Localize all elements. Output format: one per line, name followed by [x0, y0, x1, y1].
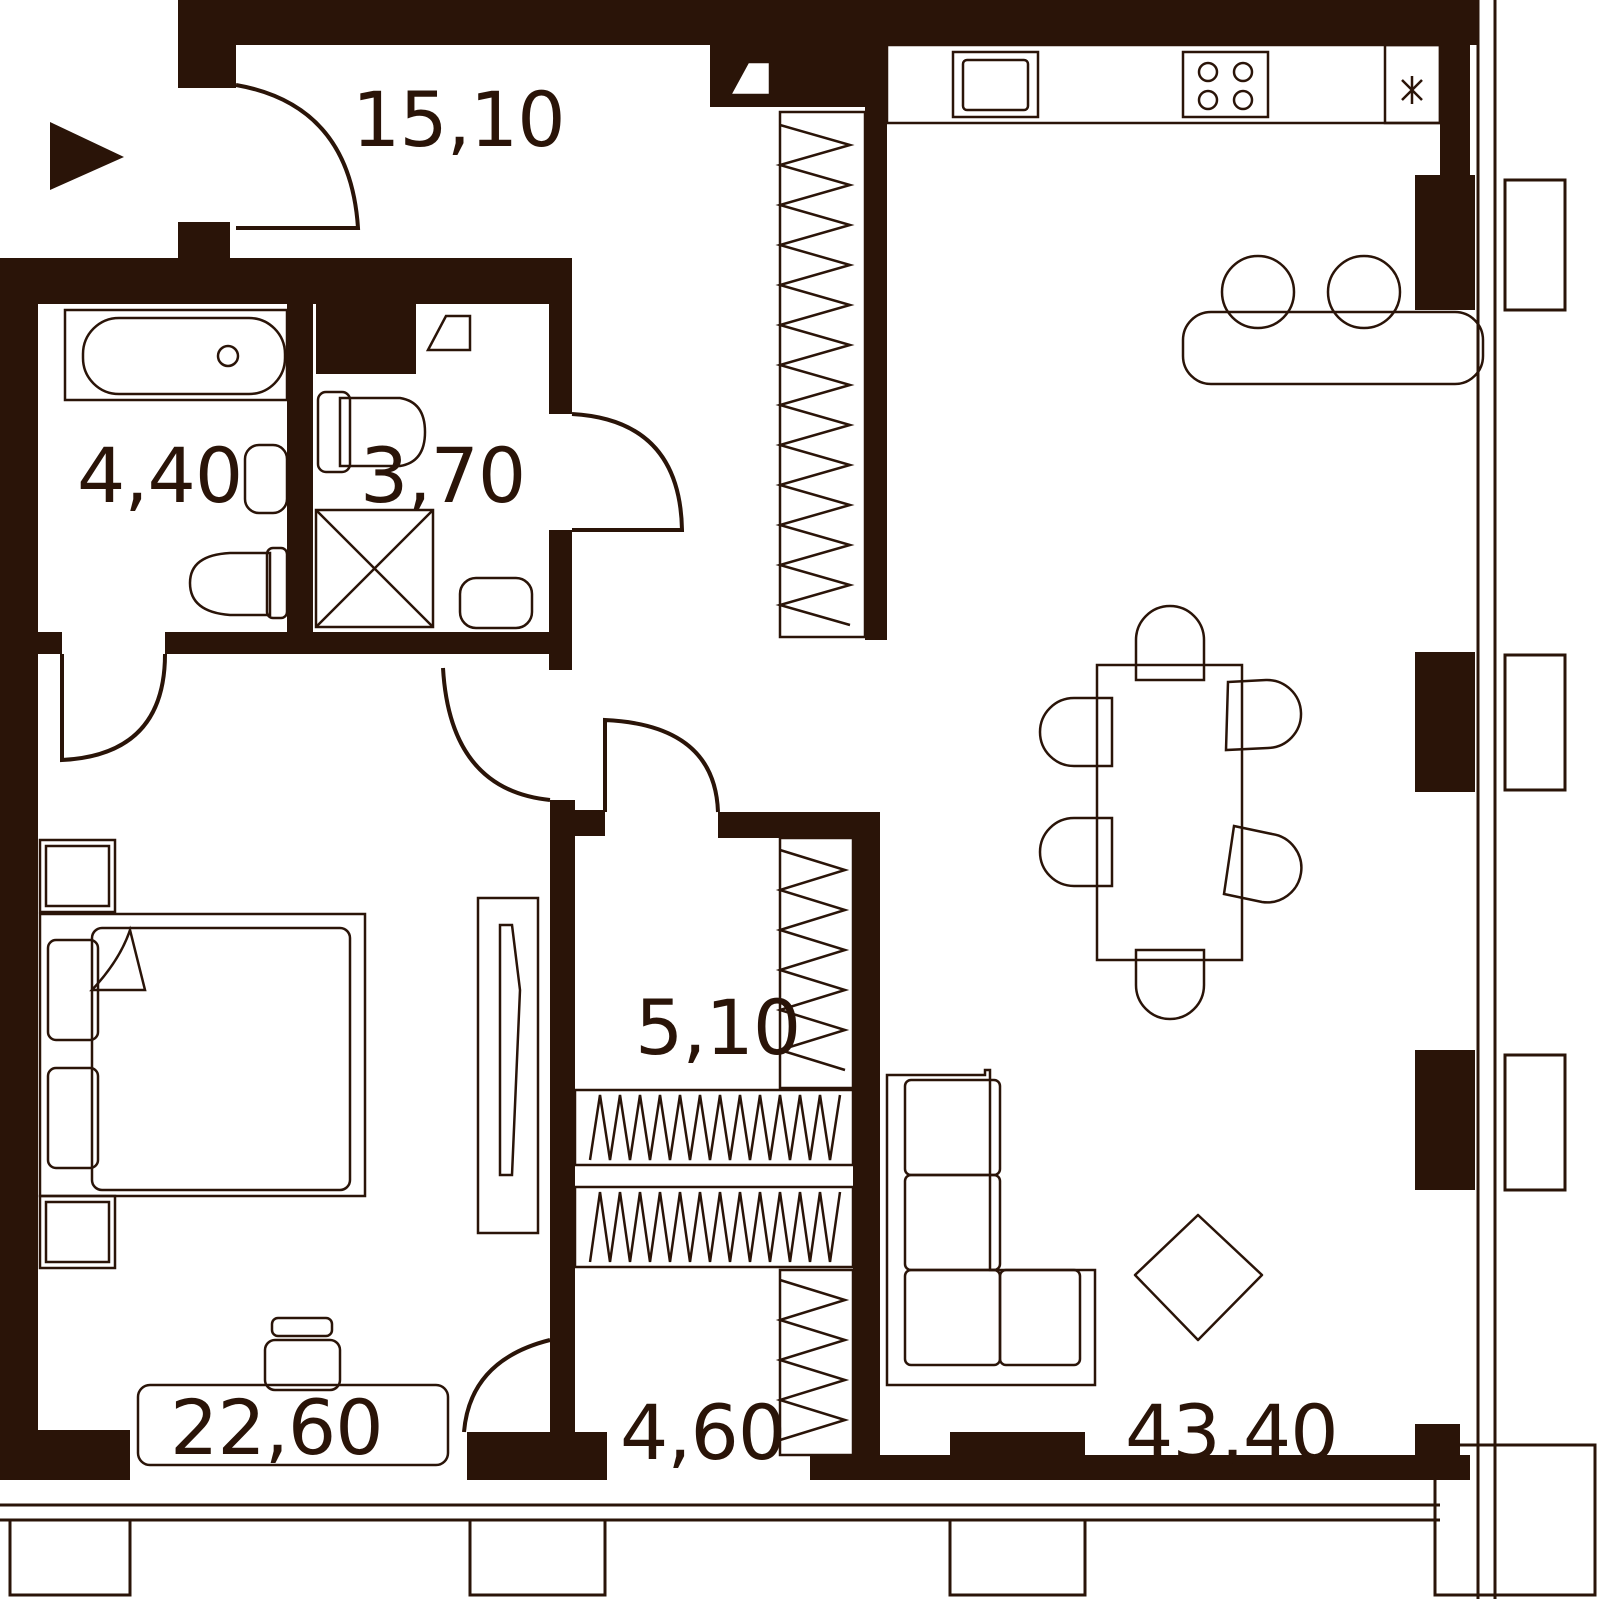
wall-bedroom-corridor — [550, 800, 575, 1460]
area-label-wc: 3,70 — [360, 431, 526, 520]
chair — [1134, 948, 1206, 1021]
wall-top — [178, 0, 1478, 45]
shaft-mark — [727, 60, 772, 97]
wardrobes — [573, 110, 867, 1457]
wall-hallway-kitchen — [865, 45, 887, 640]
wall-closet-living — [853, 812, 880, 1477]
wc-toilet — [338, 396, 427, 468]
nightstand — [38, 838, 117, 914]
wall-wc-shaft — [316, 304, 416, 374]
wall-bath-bottom-right — [165, 632, 572, 654]
wall-right-pier-1 — [1415, 175, 1475, 310]
wc-shaft-mark — [425, 314, 472, 352]
chair — [1222, 824, 1303, 904]
entrance-arrow-icon — [50, 122, 124, 190]
area-label-hallway: 15,10 — [352, 75, 566, 164]
door-entrance — [235, 83, 361, 230]
coffee-table — [1133, 1213, 1264, 1342]
bathtub — [63, 308, 289, 402]
wc-fixtures — [314, 390, 534, 630]
door-bathroom — [60, 653, 167, 763]
area-label-bedroom: 22,60 — [170, 1383, 384, 1472]
wall-bath-bottom — [0, 632, 62, 654]
bar-counter — [1181, 310, 1485, 386]
wall-bottom-living — [810, 1455, 1470, 1480]
wall-bath-top — [0, 258, 572, 304]
area-label-corridor: 4,60 — [620, 1388, 786, 1477]
chair — [1038, 696, 1114, 768]
bed — [38, 912, 367, 1198]
door-wc — [571, 412, 685, 532]
wall-left — [0, 258, 38, 1478]
wall-wc-right — [549, 304, 572, 414]
bathroom-fixtures — [63, 308, 289, 620]
chair — [1134, 604, 1206, 682]
door-bedroom — [441, 667, 551, 802]
desk-chair — [263, 1338, 342, 1392]
door-closet — [603, 717, 720, 813]
area-label-bathroom: 4,40 — [77, 431, 243, 520]
wall-corridor-top — [575, 810, 605, 836]
wall-bottom-living-pier — [950, 1432, 1085, 1480]
wall-bath-wc — [287, 304, 313, 636]
doors — [60, 83, 720, 1433]
wall-right-top — [1440, 0, 1470, 180]
chair — [1224, 678, 1303, 752]
dining-set — [1038, 604, 1303, 1021]
wall-right-pier-2 — [1415, 652, 1475, 792]
dining-table — [1095, 663, 1244, 962]
wall-entrance-lower-stub — [178, 222, 230, 260]
wall-bottom-mid — [467, 1432, 607, 1480]
kitchen-hob — [1181, 50, 1270, 119]
bedroom-furniture — [38, 838, 540, 1467]
walls — [0, 0, 1478, 1480]
wall-entrance-stub — [178, 0, 236, 88]
wall-shaft-column — [790, 45, 865, 107]
wall-right-pier-4 — [1415, 1424, 1460, 1480]
fridge — [1383, 43, 1442, 125]
door-corridor — [462, 1338, 551, 1433]
wall-bottom-left — [0, 1430, 130, 1480]
nightstand — [38, 1194, 117, 1270]
kitchen — [885, 43, 1485, 386]
bar-stool — [1220, 254, 1296, 330]
sofa — [885, 1068, 1097, 1387]
wc-sink — [458, 576, 534, 630]
shower — [314, 508, 435, 629]
tv-stand — [476, 896, 540, 1235]
chair — [1038, 816, 1114, 888]
wall-right-pier-3 — [1415, 1050, 1475, 1190]
area-label-closet: 5,10 — [635, 983, 801, 1072]
bath-sink — [243, 443, 289, 515]
area-label-living: 43,40 — [1125, 1388, 1339, 1477]
bath-toilet — [188, 551, 272, 617]
bar-stool — [1326, 254, 1402, 330]
kitchen-sink — [951, 50, 1040, 119]
desk — [136, 1383, 450, 1467]
